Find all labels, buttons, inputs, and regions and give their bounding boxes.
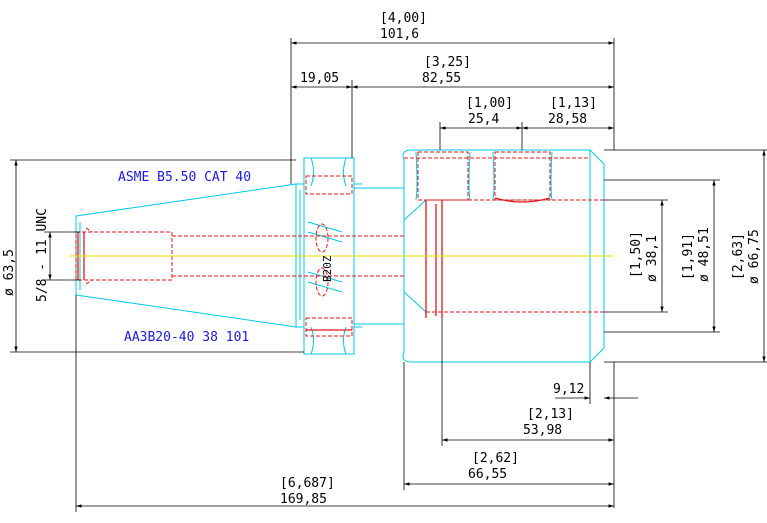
dim-depth-in: [2,13] bbox=[527, 407, 574, 422]
dim-overall-mm: 101,6 bbox=[380, 27, 419, 42]
dim-total-mm: 169,85 bbox=[280, 492, 327, 507]
dim-body-in: [3,25] bbox=[424, 55, 471, 70]
dim-depth-mm: 53,98 bbox=[523, 423, 562, 438]
dim-outer-in: [2,63] bbox=[731, 233, 746, 280]
dim-flange-mm: 19,05 bbox=[300, 71, 339, 86]
dim-total-in: [6,687] bbox=[280, 476, 335, 491]
dim-overall-in: [4,00] bbox=[380, 11, 427, 26]
dim-chamfer: 9,12 bbox=[553, 382, 584, 397]
label-bottom: AA3B20-40 38 101 bbox=[124, 330, 249, 345]
dimension-lines bbox=[10, 38, 767, 512]
dim-slot-in: [1,00] bbox=[466, 96, 513, 111]
dim-shank-in: [2,62] bbox=[472, 451, 519, 466]
dim-slot-mm: 25,4 bbox=[468, 112, 499, 127]
dim-bore-mm: ø 38,1 bbox=[645, 235, 660, 282]
dim-outer-mm: ø 66,75 bbox=[747, 229, 762, 284]
dim-mid-in: [1,91] bbox=[681, 233, 696, 280]
flange-mark: B20Z bbox=[321, 255, 334, 282]
dim-thread: 5/8 - 11 UNC bbox=[35, 208, 50, 302]
dim-body-mm: 82,55 bbox=[422, 71, 461, 86]
dim-mid-mm: ø 48,51 bbox=[697, 227, 712, 282]
label-top: ASME B5.50 CAT 40 bbox=[118, 170, 251, 185]
dim-slot2-in: [1,13] bbox=[550, 96, 597, 111]
dim-left-dia: ø 63,5 bbox=[2, 249, 17, 296]
dim-shank-mm: 66,55 bbox=[468, 467, 507, 482]
dim-slot2-mm: 28,58 bbox=[548, 112, 587, 127]
dimension-texts: [4,00] 101,6 19,05 [3,25] 82,55 [1,00] 2… bbox=[2, 11, 762, 507]
dim-bore-in: [1,50] bbox=[629, 231, 644, 278]
